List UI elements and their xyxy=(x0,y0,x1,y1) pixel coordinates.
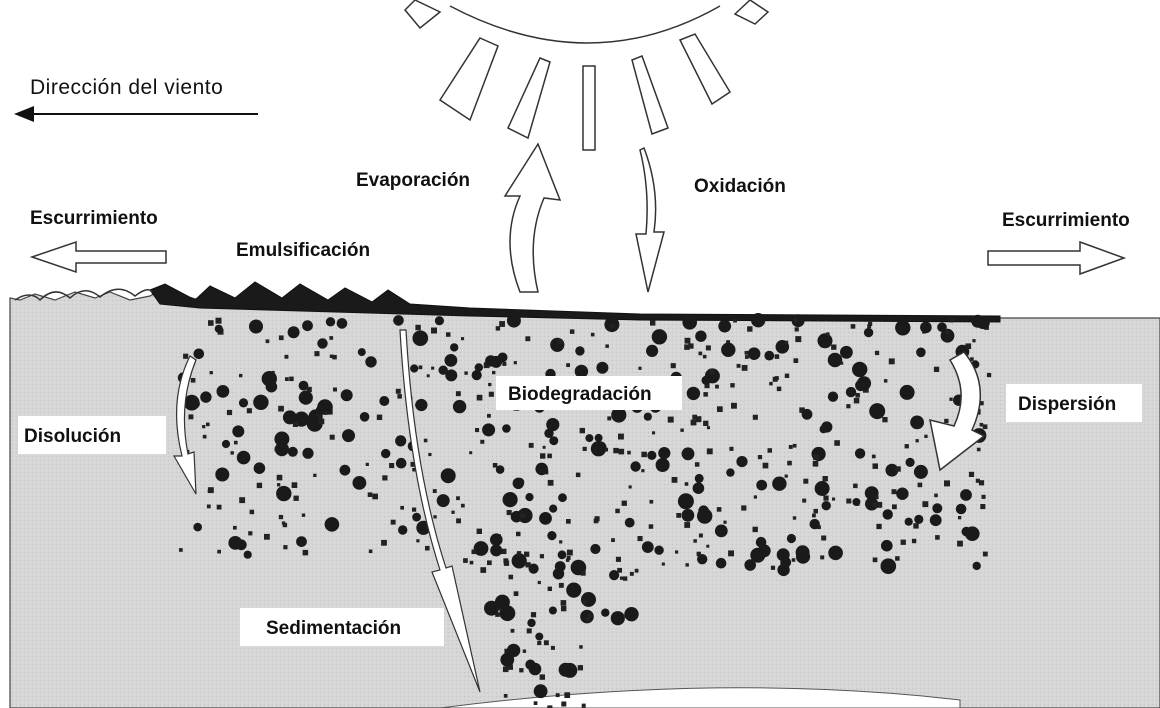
arrow-up-icon xyxy=(505,144,560,292)
runoff-right-arrow xyxy=(988,242,1124,274)
runoff-left-label: Escurrimiento xyxy=(30,208,158,229)
dissolution-label: Disolución xyxy=(24,426,121,447)
emulsification-label: Emulsificación xyxy=(236,240,370,261)
runoff-right-label: Escurrimiento xyxy=(1002,210,1130,231)
sun-icon xyxy=(405,0,768,150)
wind-label: Dirección del viento xyxy=(30,76,223,99)
arrow-left-icon xyxy=(14,106,258,122)
sedimentation-label: Sedimentación xyxy=(266,618,401,639)
runoff-left-arrow xyxy=(32,242,166,272)
oxidation-label: Oxidación xyxy=(694,176,786,197)
dispersion-label: Dispersión xyxy=(1018,394,1116,415)
arrow-down-icon xyxy=(636,148,664,292)
biodegradation-label: Biodegradación xyxy=(508,384,652,405)
evaporation-label: Evaporación xyxy=(356,170,470,191)
water-body xyxy=(10,290,1160,708)
